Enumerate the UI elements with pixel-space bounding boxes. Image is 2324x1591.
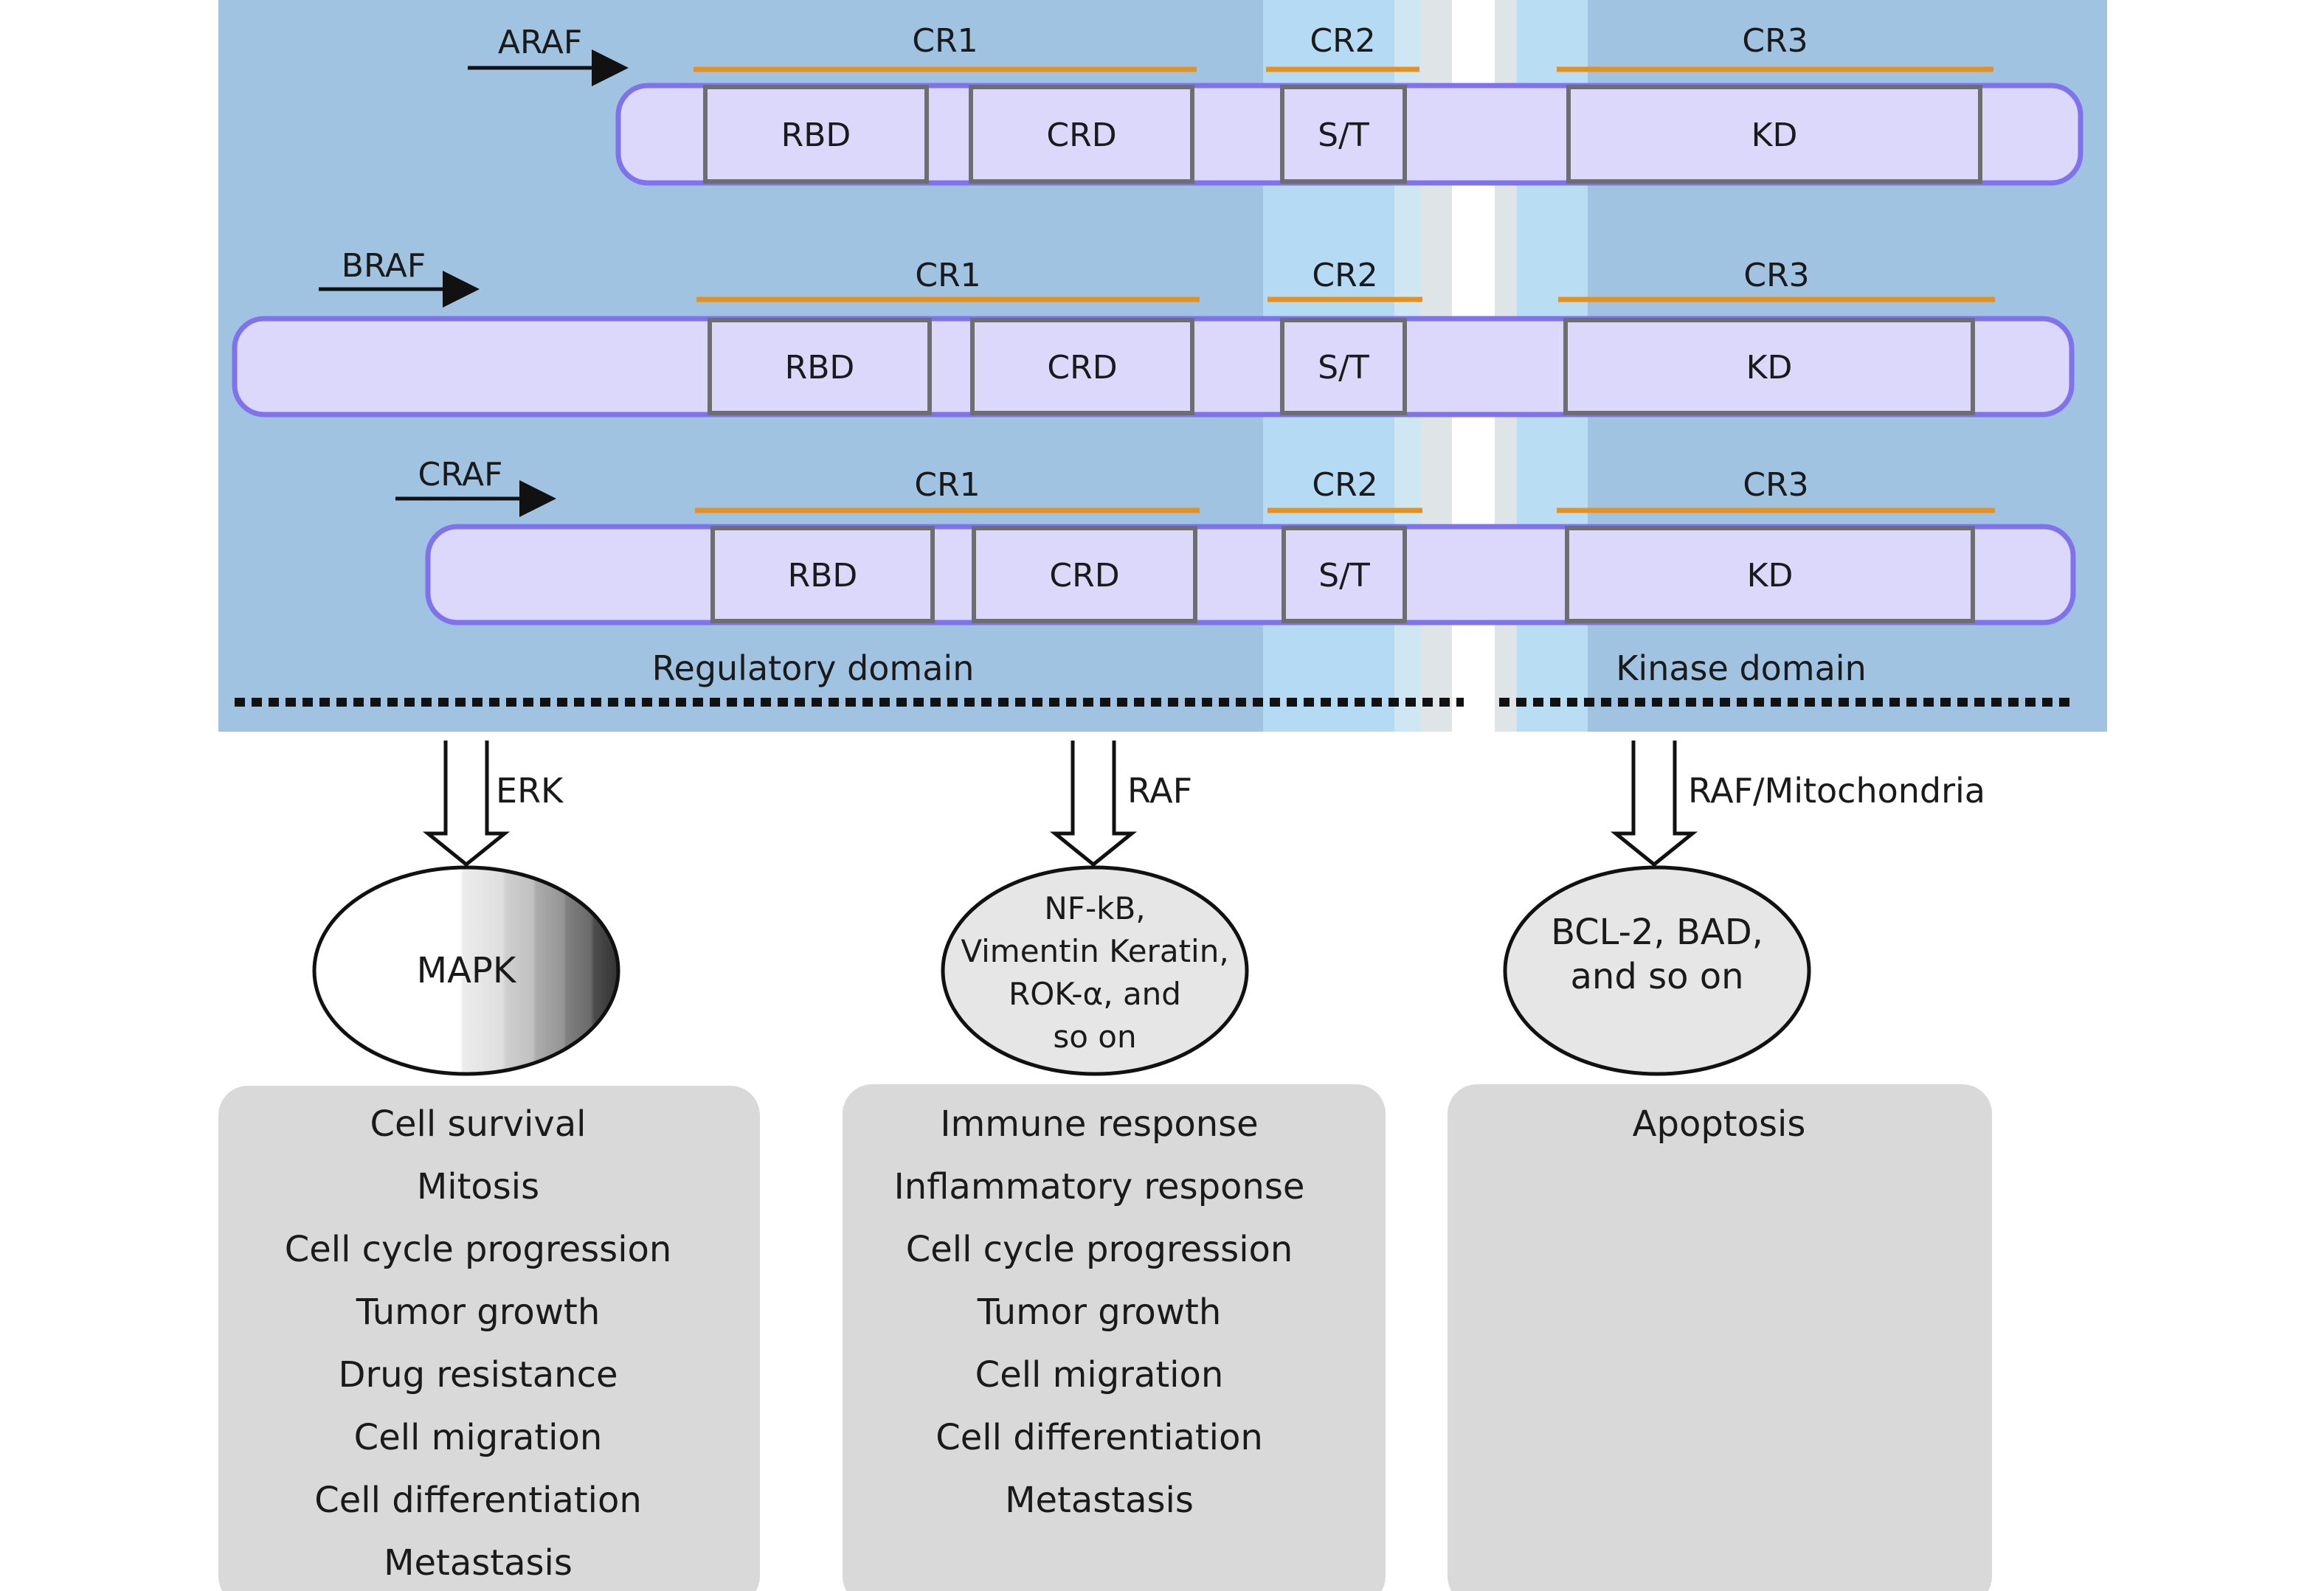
effects-box bbox=[843, 1084, 1386, 1591]
protein-name-label: CRAF bbox=[418, 456, 503, 493]
effect-item: Drug resistance bbox=[339, 1354, 618, 1396]
pathway-node-text: so on bbox=[1053, 1019, 1136, 1055]
regulatory-domain-label: Regulatory domain bbox=[652, 648, 975, 688]
effect-item: Metastasis bbox=[1005, 1480, 1194, 1521]
effect-item: Apoptosis bbox=[1633, 1103, 1806, 1145]
effect-item: Cell differentiation bbox=[936, 1417, 1263, 1458]
effect-item: Cell migration bbox=[354, 1417, 603, 1458]
domain-label-st: S/T bbox=[1318, 557, 1370, 595]
effects-box bbox=[218, 1086, 760, 1591]
effect-item: Immune response bbox=[940, 1103, 1258, 1145]
effects-box bbox=[1448, 1084, 1992, 1591]
domain-box-crd bbox=[972, 526, 1197, 623]
region-label-cr2: CR2 bbox=[1312, 466, 1377, 504]
effect-item: Cell cycle progression bbox=[906, 1229, 1293, 1270]
pathway-node-ellipse bbox=[312, 865, 620, 1076]
effect-item: Mitosis bbox=[417, 1166, 539, 1207]
domain-box-kd bbox=[1563, 318, 1975, 415]
section-labels: Regulatory domain Kinase domain bbox=[235, 648, 2075, 707]
region-label-cr3: CR3 bbox=[1742, 22, 1808, 60]
effect-item: Tumor growth bbox=[977, 1292, 1222, 1333]
effect-item: Cell cycle progression bbox=[285, 1229, 672, 1270]
effect-item: Cell migration bbox=[975, 1354, 1224, 1396]
domain-box-rbd bbox=[710, 526, 935, 623]
region-label-cr3: CR3 bbox=[1743, 257, 1809, 294]
domain-label-kd: KD bbox=[1746, 349, 1793, 387]
domain-label-st: S/T bbox=[1318, 117, 1369, 154]
effect-item: Metastasis bbox=[384, 1542, 573, 1584]
effect-item: Cell survival bbox=[370, 1103, 586, 1145]
pathway-node-text: BCL-2, BAD, bbox=[1551, 912, 1763, 953]
domain-label-rbd: RBD bbox=[785, 349, 855, 387]
domain-label-kd: KD bbox=[1751, 117, 1798, 154]
pathway-label: ERK bbox=[496, 771, 564, 811]
region-label-cr1: CR1 bbox=[915, 257, 981, 294]
domain-box-st bbox=[1280, 85, 1407, 184]
domain-box-st bbox=[1280, 318, 1407, 415]
protein-name-label: BRAF bbox=[342, 247, 426, 285]
domain-label-rbd: RBD bbox=[788, 557, 858, 595]
domain-box-st bbox=[1282, 526, 1407, 623]
kinase-domain-label: Kinase domain bbox=[1616, 648, 1866, 688]
down-arrow-icon bbox=[1610, 741, 1698, 867]
pathway-node-text: ROK-α, and bbox=[1009, 976, 1181, 1012]
domain-label-crd: CRD bbox=[1046, 117, 1116, 154]
domain-label-kd: KD bbox=[1747, 557, 1794, 595]
pathway-label: RAF/Mitochondria bbox=[1688, 771, 1985, 811]
domain-label-st: S/T bbox=[1318, 349, 1369, 387]
domain-box-kd bbox=[1566, 85, 1982, 184]
domain-label-crd: CRD bbox=[1049, 557, 1119, 595]
pathway-2: RAF NF-kB, Vimentin Keratin, ROK-α, and so o… bbox=[843, 741, 1386, 1591]
down-arrow-icon bbox=[422, 741, 511, 867]
pathway-node-ellipse bbox=[1503, 865, 1811, 1076]
domain-box-kd bbox=[1565, 526, 1975, 623]
region-label-cr3: CR3 bbox=[1743, 466, 1808, 504]
effect-item: Cell differentiation bbox=[314, 1480, 642, 1521]
pathway-node-ellipse bbox=[941, 865, 1249, 1076]
region-label-cr2: CR2 bbox=[1310, 22, 1375, 60]
down-arrow-icon bbox=[1049, 741, 1138, 867]
domain-box-crd bbox=[969, 85, 1194, 184]
pathway-node-text: and so on bbox=[1571, 956, 1744, 997]
pathway-label: RAF bbox=[1127, 771, 1192, 811]
pathway-node-text: Vimentin Keratin, bbox=[961, 933, 1228, 969]
domain-label-crd: CRD bbox=[1047, 349, 1117, 387]
effect-item: Inflammatory response bbox=[894, 1166, 1305, 1207]
domain-label-rbd: RBD bbox=[781, 117, 851, 154]
effect-item: Tumor growth bbox=[356, 1292, 601, 1333]
domain-box-rbd bbox=[703, 85, 929, 184]
protein-name-label: ARAF bbox=[498, 24, 582, 61]
domain-box-crd bbox=[970, 318, 1194, 415]
domain-box-rbd bbox=[708, 318, 932, 415]
region-label-cr2: CR2 bbox=[1312, 257, 1377, 294]
region-label-cr1: CR1 bbox=[914, 466, 980, 504]
pathway-node-text: NF-kB, bbox=[1044, 890, 1145, 926]
pathway-node-text: MAPK bbox=[417, 950, 517, 991]
region-label-cr1: CR1 bbox=[912, 22, 978, 60]
